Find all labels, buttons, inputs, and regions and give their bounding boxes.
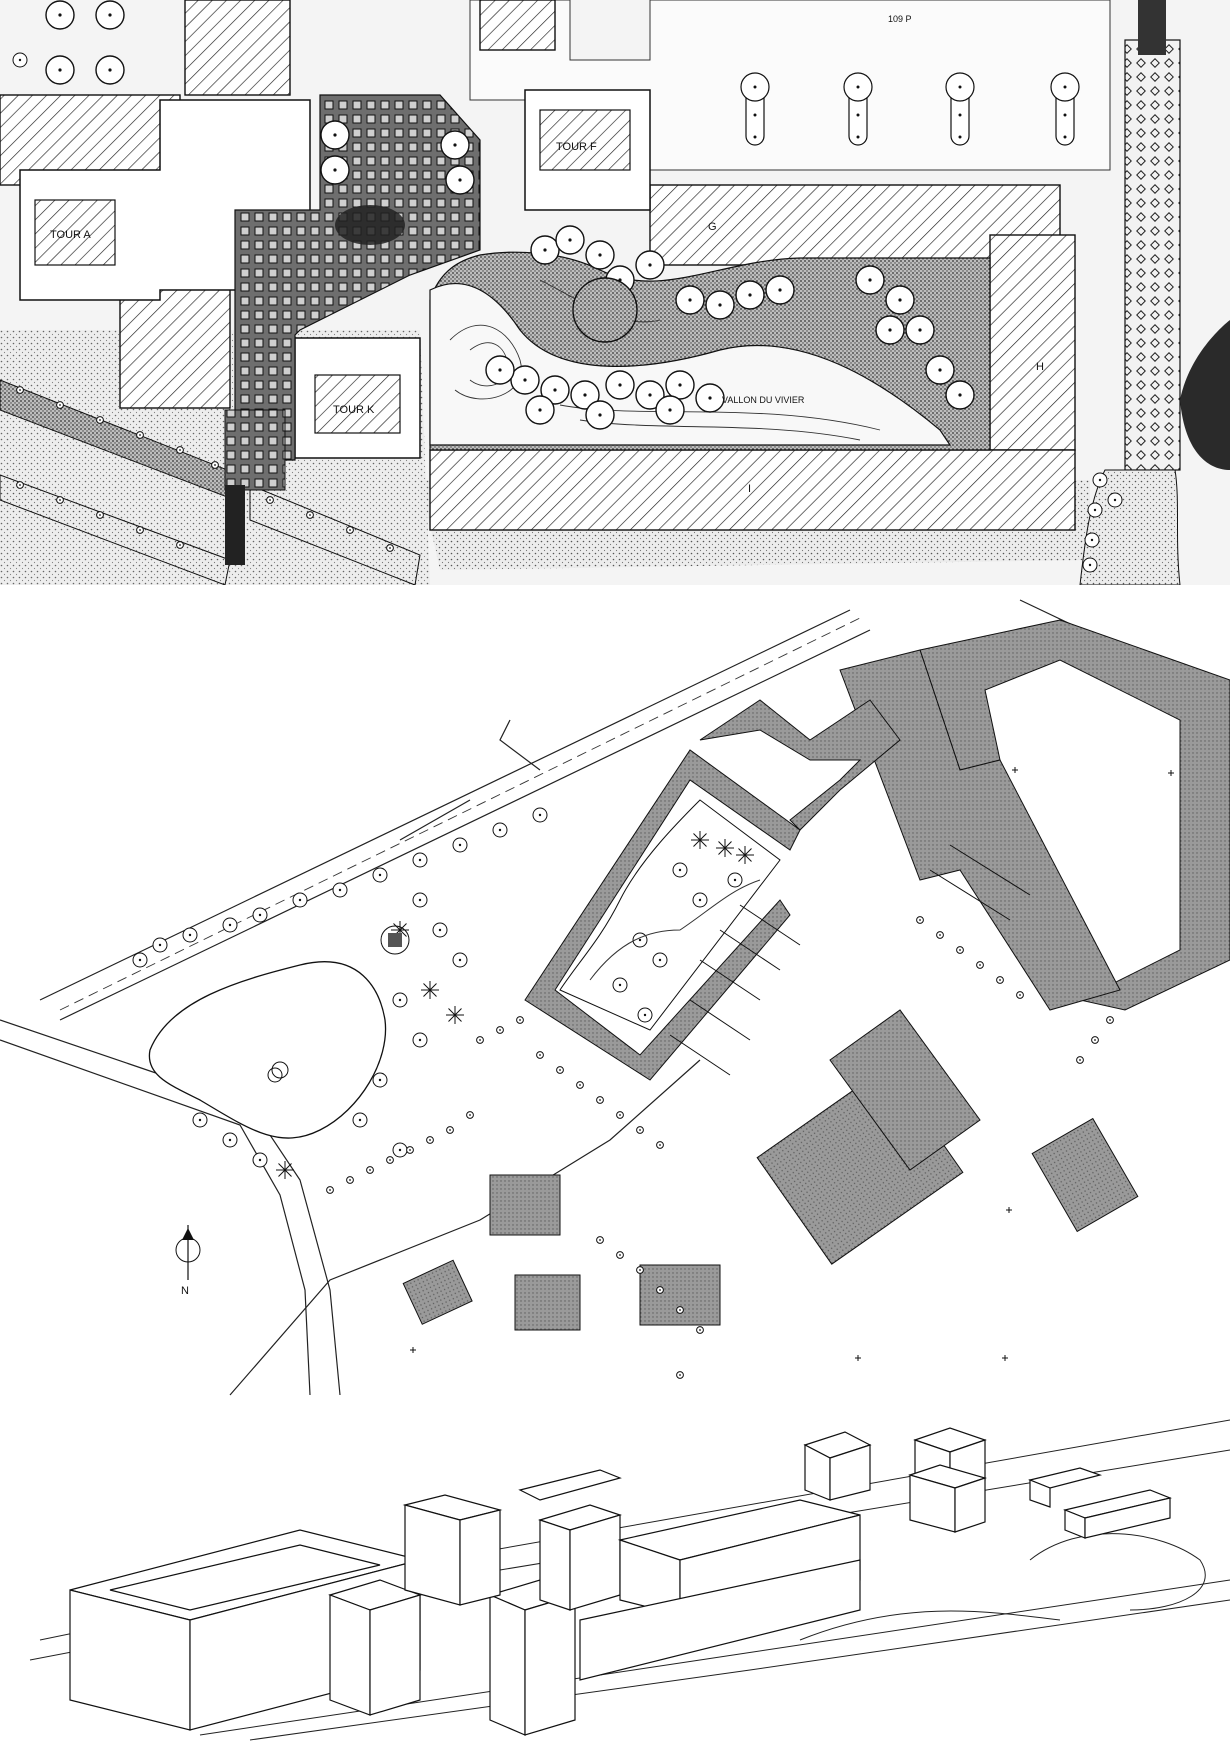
building-south-west-2 [514, 1274, 581, 1331]
building-south-west-1 [489, 1174, 561, 1236]
site-plan-top: TOUR A TOUR F TOUR K [0, 0, 1230, 586]
label-building-g: G [708, 221, 717, 233]
axo-tower-2-s [524, 1594, 576, 1736]
east-roundabout-dark [1180, 320, 1230, 470]
north-arrow-label: N [181, 1285, 189, 1297]
axo-tower-1-w [329, 1594, 371, 1716]
building-central-u [524, 749, 801, 1081]
fountain-dark [335, 205, 405, 245]
axo-block-4-roof [518, 1469, 622, 1501]
sheet-gap-2 [0, 1400, 1230, 1420]
tour-f: TOUR F [524, 89, 651, 211]
building-south-block [639, 1264, 721, 1326]
label-tour-k: TOUR K [333, 404, 375, 416]
axo-bar-low [579, 1559, 861, 1681]
axo-block-5-s [569, 1514, 621, 1611]
building-north-1 [184, 0, 291, 96]
label-building-h: H [1036, 361, 1044, 373]
parking-bays [669, 844, 1031, 1076]
label-parking: 109 P [888, 14, 912, 24]
label-building-i: I [748, 483, 751, 495]
pond [148, 961, 387, 1139]
east-paved-walk [1124, 39, 1181, 471]
site-plan-middle: N [0, 599, 1230, 1396]
building-sw-small [402, 1259, 473, 1325]
building-south-t-head [829, 1009, 981, 1171]
label-vallon: VALLON DU VIVIER [722, 395, 805, 405]
building-h [989, 234, 1076, 451]
east-walk-stairs [1138, 0, 1166, 55]
label-tour-a: TOUR A [50, 229, 91, 241]
inner-garden [559, 799, 781, 1031]
axo-block-3-s [459, 1509, 501, 1606]
axo-block-6-s [829, 1444, 871, 1501]
axo-block-10-s [1084, 1497, 1171, 1539]
tour-k: TOUR K [294, 337, 421, 459]
survey-crosses [410, 767, 1174, 1361]
axo-tower-1-s [369, 1594, 421, 1716]
sheet-gap-1 [0, 585, 1230, 605]
building-central-north [699, 699, 901, 831]
stairs-south [225, 485, 245, 565]
plaza-paving-south [224, 409, 286, 491]
building-east-wing [839, 649, 1121, 1011]
building-north-2 [479, 0, 556, 51]
park-trees [132, 807, 548, 1180]
axo-tower-2-w [489, 1594, 526, 1736]
building-east-small [1031, 1117, 1139, 1233]
axo-block-8-s [954, 1477, 986, 1533]
axonometric-view [29, 1419, 1230, 1741]
axo-block-9-w [1029, 1479, 1051, 1508]
road-centerline [59, 617, 861, 1011]
garden-path [589, 879, 761, 981]
axo-block-3-w [404, 1504, 461, 1606]
building-i [429, 449, 1076, 531]
axo-courtyard-inner [109, 1544, 381, 1611]
axo-block-5-w [539, 1519, 571, 1611]
label-tour-f: TOUR F [556, 141, 597, 153]
north-arrow: N [175, 1225, 201, 1297]
vallon-mound [572, 277, 638, 343]
vallon-lawn [429, 282, 952, 446]
